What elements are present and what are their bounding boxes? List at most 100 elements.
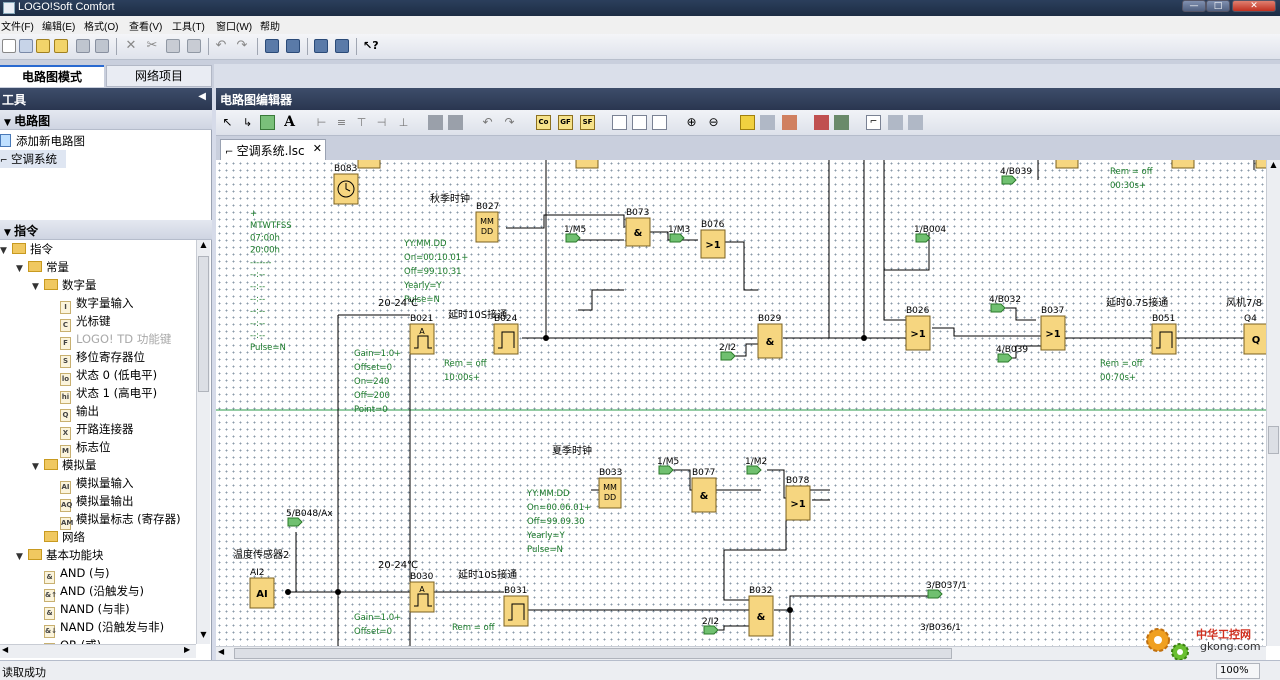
simulation-icon[interactable] (314, 39, 328, 53)
tree-folder[interactable]: ▼模拟量 (32, 456, 97, 474)
text-tool-icon[interactable]: A (284, 114, 295, 130)
connector-flag[interactable]: 1/B004 (914, 225, 946, 243)
scroll-left-icon[interactable]: ◀ (218, 647, 225, 656)
canvas-vscrollbar[interactable]: ▲ (1266, 160, 1280, 646)
partial-block[interactable] (1055, 160, 1079, 169)
on-delay-block-b024[interactable]: B024 (493, 314, 519, 355)
tree-folder[interactable]: ▼指令 (0, 240, 53, 258)
new-folder-icon[interactable] (36, 39, 50, 53)
table-icon[interactable] (888, 115, 903, 130)
or-block-b026[interactable]: B026>1 (905, 306, 931, 351)
view-single-icon[interactable] (612, 115, 627, 130)
tree-item[interactable]: ≥1OR (或) (32, 636, 101, 644)
online-icon[interactable] (834, 115, 849, 130)
select-tool-icon[interactable]: ↖ (222, 115, 233, 129)
and-block-b077[interactable]: B077& (691, 468, 717, 513)
scroll-down-icon[interactable]: ▼ (200, 630, 207, 639)
group-icon[interactable] (428, 115, 443, 130)
parameter-icon[interactable] (782, 115, 797, 130)
logo-to-pc-icon[interactable] (286, 39, 300, 53)
tree-item[interactable]: &AND (与) (32, 564, 109, 584)
connector-flag[interactable]: 2/I2 (702, 617, 719, 635)
and-block-b032[interactable]: B032& (748, 586, 774, 637)
tree-folder[interactable]: 网络 (32, 528, 85, 546)
connector-flag[interactable]: 3/B037/1 (926, 581, 967, 599)
align-left-icon[interactable]: ⊢ (316, 116, 327, 129)
zoom-out-icon[interactable]: ⊖ (708, 115, 719, 129)
expand-toggle-icon[interactable]: ▼ (0, 246, 7, 256)
partial-block[interactable] (1255, 160, 1266, 169)
tree-item[interactable]: &↑AND (沿触发与) (32, 582, 144, 602)
and-block-b029[interactable]: B029& (757, 314, 783, 359)
menu-view[interactable]: 查看(V) (129, 22, 163, 33)
connector-flag[interactable]: 4/B039 (996, 345, 1028, 363)
connector-flag[interactable]: 1/M5 (657, 457, 679, 475)
menu-file[interactable]: 文件(F) (1, 22, 34, 33)
tab-circuit-mode[interactable]: 电路图模式 (0, 65, 104, 87)
connector-flag[interactable]: 4/B032 (989, 295, 1021, 313)
connect-tool-icon[interactable]: ↳ (242, 116, 253, 129)
menu-tools[interactable]: 工具(T) (172, 22, 205, 33)
tab-network-project[interactable]: 网络项目 (106, 65, 212, 87)
connector-mode-icon[interactable]: ⌐ (866, 115, 881, 130)
connector-tool-icon[interactable] (260, 115, 275, 130)
editor-redo-icon[interactable]: ↷ (504, 115, 515, 129)
add-circuit-item[interactable]: 添加新电路图 (0, 132, 85, 150)
basic-functions-icon[interactable]: GF (558, 115, 573, 130)
collapse-panel-icon[interactable]: ◀ (198, 91, 206, 102)
scroll-right-icon[interactable]: ▶ (184, 645, 191, 654)
print-icon[interactable] (95, 39, 109, 53)
or-block-b076[interactable]: B076>1 (700, 220, 726, 259)
tree-folder[interactable]: ▼基本功能块 (16, 546, 104, 564)
or-block-b078[interactable]: B078>1 (785, 476, 811, 521)
menu-help[interactable]: 帮助 (260, 22, 280, 33)
open-icon[interactable] (54, 39, 68, 53)
distribute-v-icon[interactable]: ⊥ (398, 116, 409, 129)
close-button[interactable]: ✕ (1232, 0, 1276, 12)
clock-block-b083[interactable]: B083 (333, 164, 359, 205)
scroll-thumb[interactable] (198, 256, 209, 392)
circuit-group-header[interactable]: ▼ 电路图 (0, 110, 212, 130)
help-cursor-icon[interactable]: ↖? (363, 39, 379, 52)
connector-flag[interactable]: 5/B048/Ax (286, 509, 333, 527)
or-block-b037[interactable]: B037>1 (1040, 306, 1066, 351)
align-center-icon[interactable]: ≡ (336, 116, 347, 129)
scroll-thumb[interactable] (1268, 426, 1279, 454)
editor-undo-icon[interactable]: ↶ (482, 115, 493, 129)
maximize-button[interactable]: □ (1206, 0, 1230, 12)
delete-icon[interactable]: ✕ (125, 38, 137, 53)
redo-icon[interactable]: ↷ (236, 38, 248, 53)
tree-item[interactable]: &↓NAND (沿触发与非) (32, 618, 164, 638)
view-triple-icon[interactable] (652, 115, 667, 130)
undo-icon[interactable]: ↶ (215, 38, 227, 53)
grid-icon[interactable] (760, 115, 775, 130)
pc-to-logo-icon[interactable] (265, 39, 279, 53)
tree-scrollbar[interactable]: ▲ ▼ (196, 240, 210, 644)
simulate-icon[interactable] (814, 115, 829, 130)
tree-hscrollbar[interactable]: ◀ ▶ (0, 644, 196, 658)
circuit-item-aircon[interactable]: ⌐空调系统 (0, 150, 66, 168)
highlight-icon[interactable] (740, 115, 755, 130)
tree-folder[interactable]: ▼数字量 (32, 276, 97, 294)
paste-icon[interactable] (187, 39, 201, 53)
on-delay-block-b031[interactable]: B031 (503, 586, 529, 627)
special-functions-icon[interactable]: SF (580, 115, 595, 130)
menu-window[interactable]: 窗口(W) (216, 22, 253, 33)
constants-icon[interactable]: Co (536, 115, 551, 130)
instructions-group-header[interactable]: ▼ 指令 (0, 220, 212, 240)
connector-flag[interactable]: 1/M2 (745, 457, 767, 475)
connector-flag[interactable]: 1/M3 (668, 225, 690, 243)
align-top-icon[interactable]: ⊤ (356, 116, 367, 129)
